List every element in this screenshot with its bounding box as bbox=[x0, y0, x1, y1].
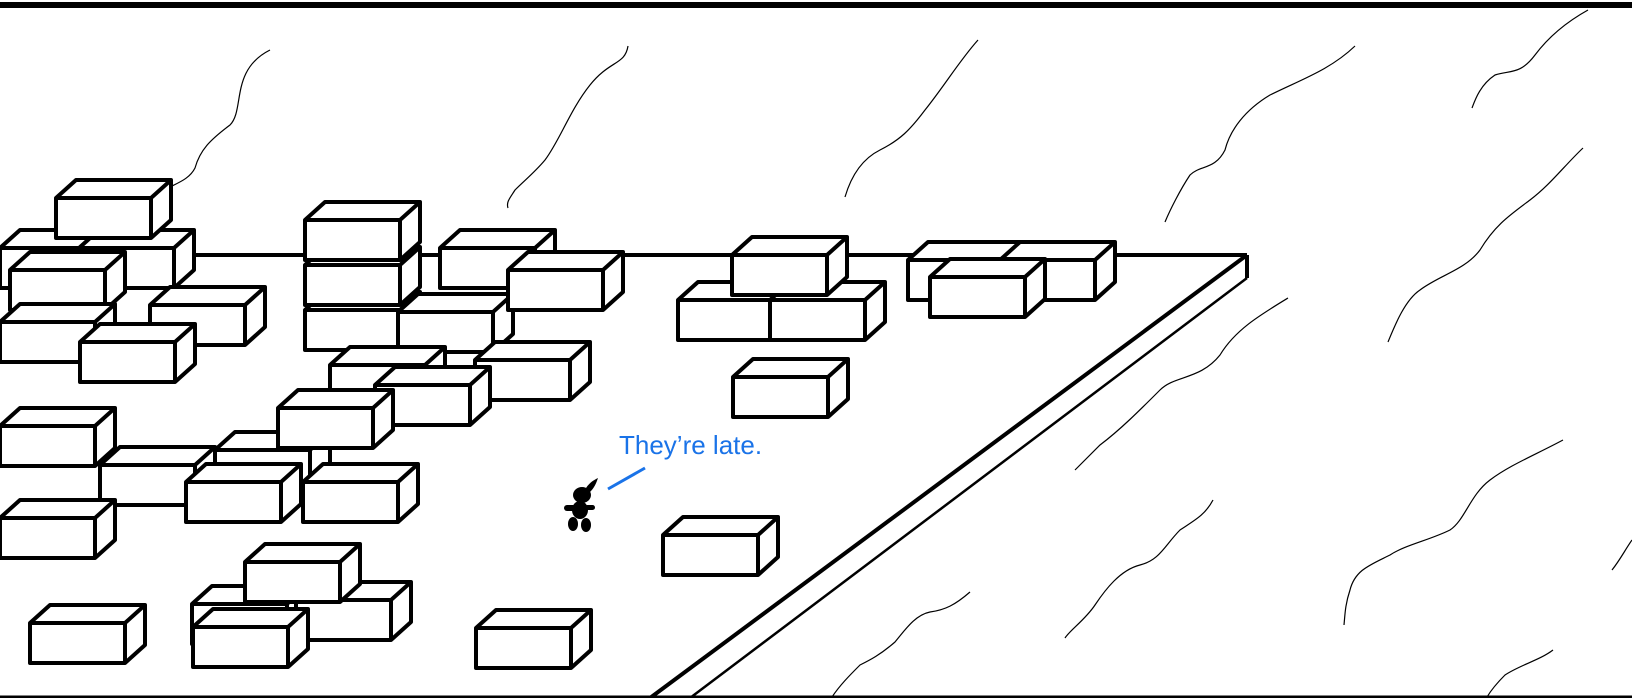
crate-stacks bbox=[0, 178, 1117, 670]
rain-streaks bbox=[169, 9, 1632, 698]
character-silhouette bbox=[564, 478, 598, 532]
speech-tail bbox=[607, 466, 646, 491]
speech-text: They’re late. bbox=[619, 430, 763, 460]
